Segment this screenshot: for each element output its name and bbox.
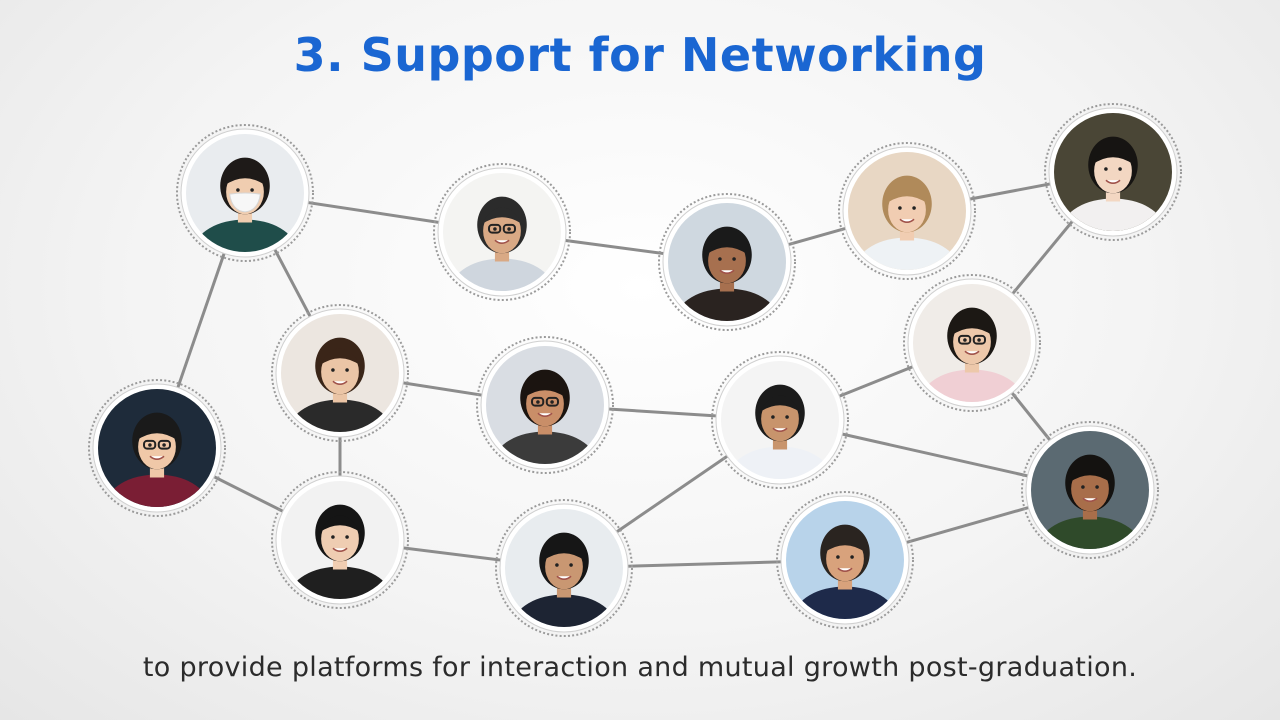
profile-photo-p5: [1044, 103, 1182, 241]
profile-photo-p2: [433, 163, 571, 301]
profile-photo-p12: [495, 499, 633, 637]
photo-ring: [776, 491, 914, 629]
person-avatar: [848, 152, 966, 270]
photo-ring: [271, 304, 409, 442]
photo-ring: [433, 163, 571, 301]
photo-ring: [838, 142, 976, 280]
profile-photo-p13: [776, 491, 914, 629]
photo-ring: [476, 336, 614, 474]
person-avatar: [721, 361, 839, 479]
person-avatar: [505, 509, 623, 627]
person-avatar: [186, 134, 304, 252]
photo-ring: [711, 351, 849, 489]
person-avatar: [1031, 431, 1149, 549]
photo-ring: [1044, 103, 1182, 241]
profile-photo-p7: [271, 304, 409, 442]
photo-ring: [495, 499, 633, 637]
slide-title: 3. Support for Networking: [293, 28, 987, 82]
profile-photo-p1: [176, 124, 314, 262]
slide-subtitle: to provide platforms for interaction and…: [142, 652, 1138, 683]
profile-photo-p9: [711, 351, 849, 489]
profile-photo-p14: [1021, 421, 1159, 559]
photo-ring: [176, 124, 314, 262]
profile-photo-p4: [838, 142, 976, 280]
person-avatar: [281, 314, 399, 432]
photo-ring: [903, 274, 1041, 412]
photo-ring: [1021, 421, 1159, 559]
profile-photo-p3: [658, 193, 796, 331]
person-avatar: [443, 173, 561, 291]
person-avatar: [1054, 113, 1172, 231]
photo-ring: [88, 379, 226, 517]
person-avatar: [98, 389, 216, 507]
person-avatar: [668, 203, 786, 321]
photo-ring: [271, 471, 409, 609]
profile-photo-p8: [476, 336, 614, 474]
person-avatar: [913, 284, 1031, 402]
profile-photo-p6: [903, 274, 1041, 412]
profile-photo-p11: [271, 471, 409, 609]
person-avatar: [281, 481, 399, 599]
profile-photos: [88, 103, 1182, 637]
person-avatar: [786, 501, 904, 619]
photo-ring: [658, 193, 796, 331]
profile-photo-p10: [88, 379, 226, 517]
person-avatar: [486, 346, 604, 464]
